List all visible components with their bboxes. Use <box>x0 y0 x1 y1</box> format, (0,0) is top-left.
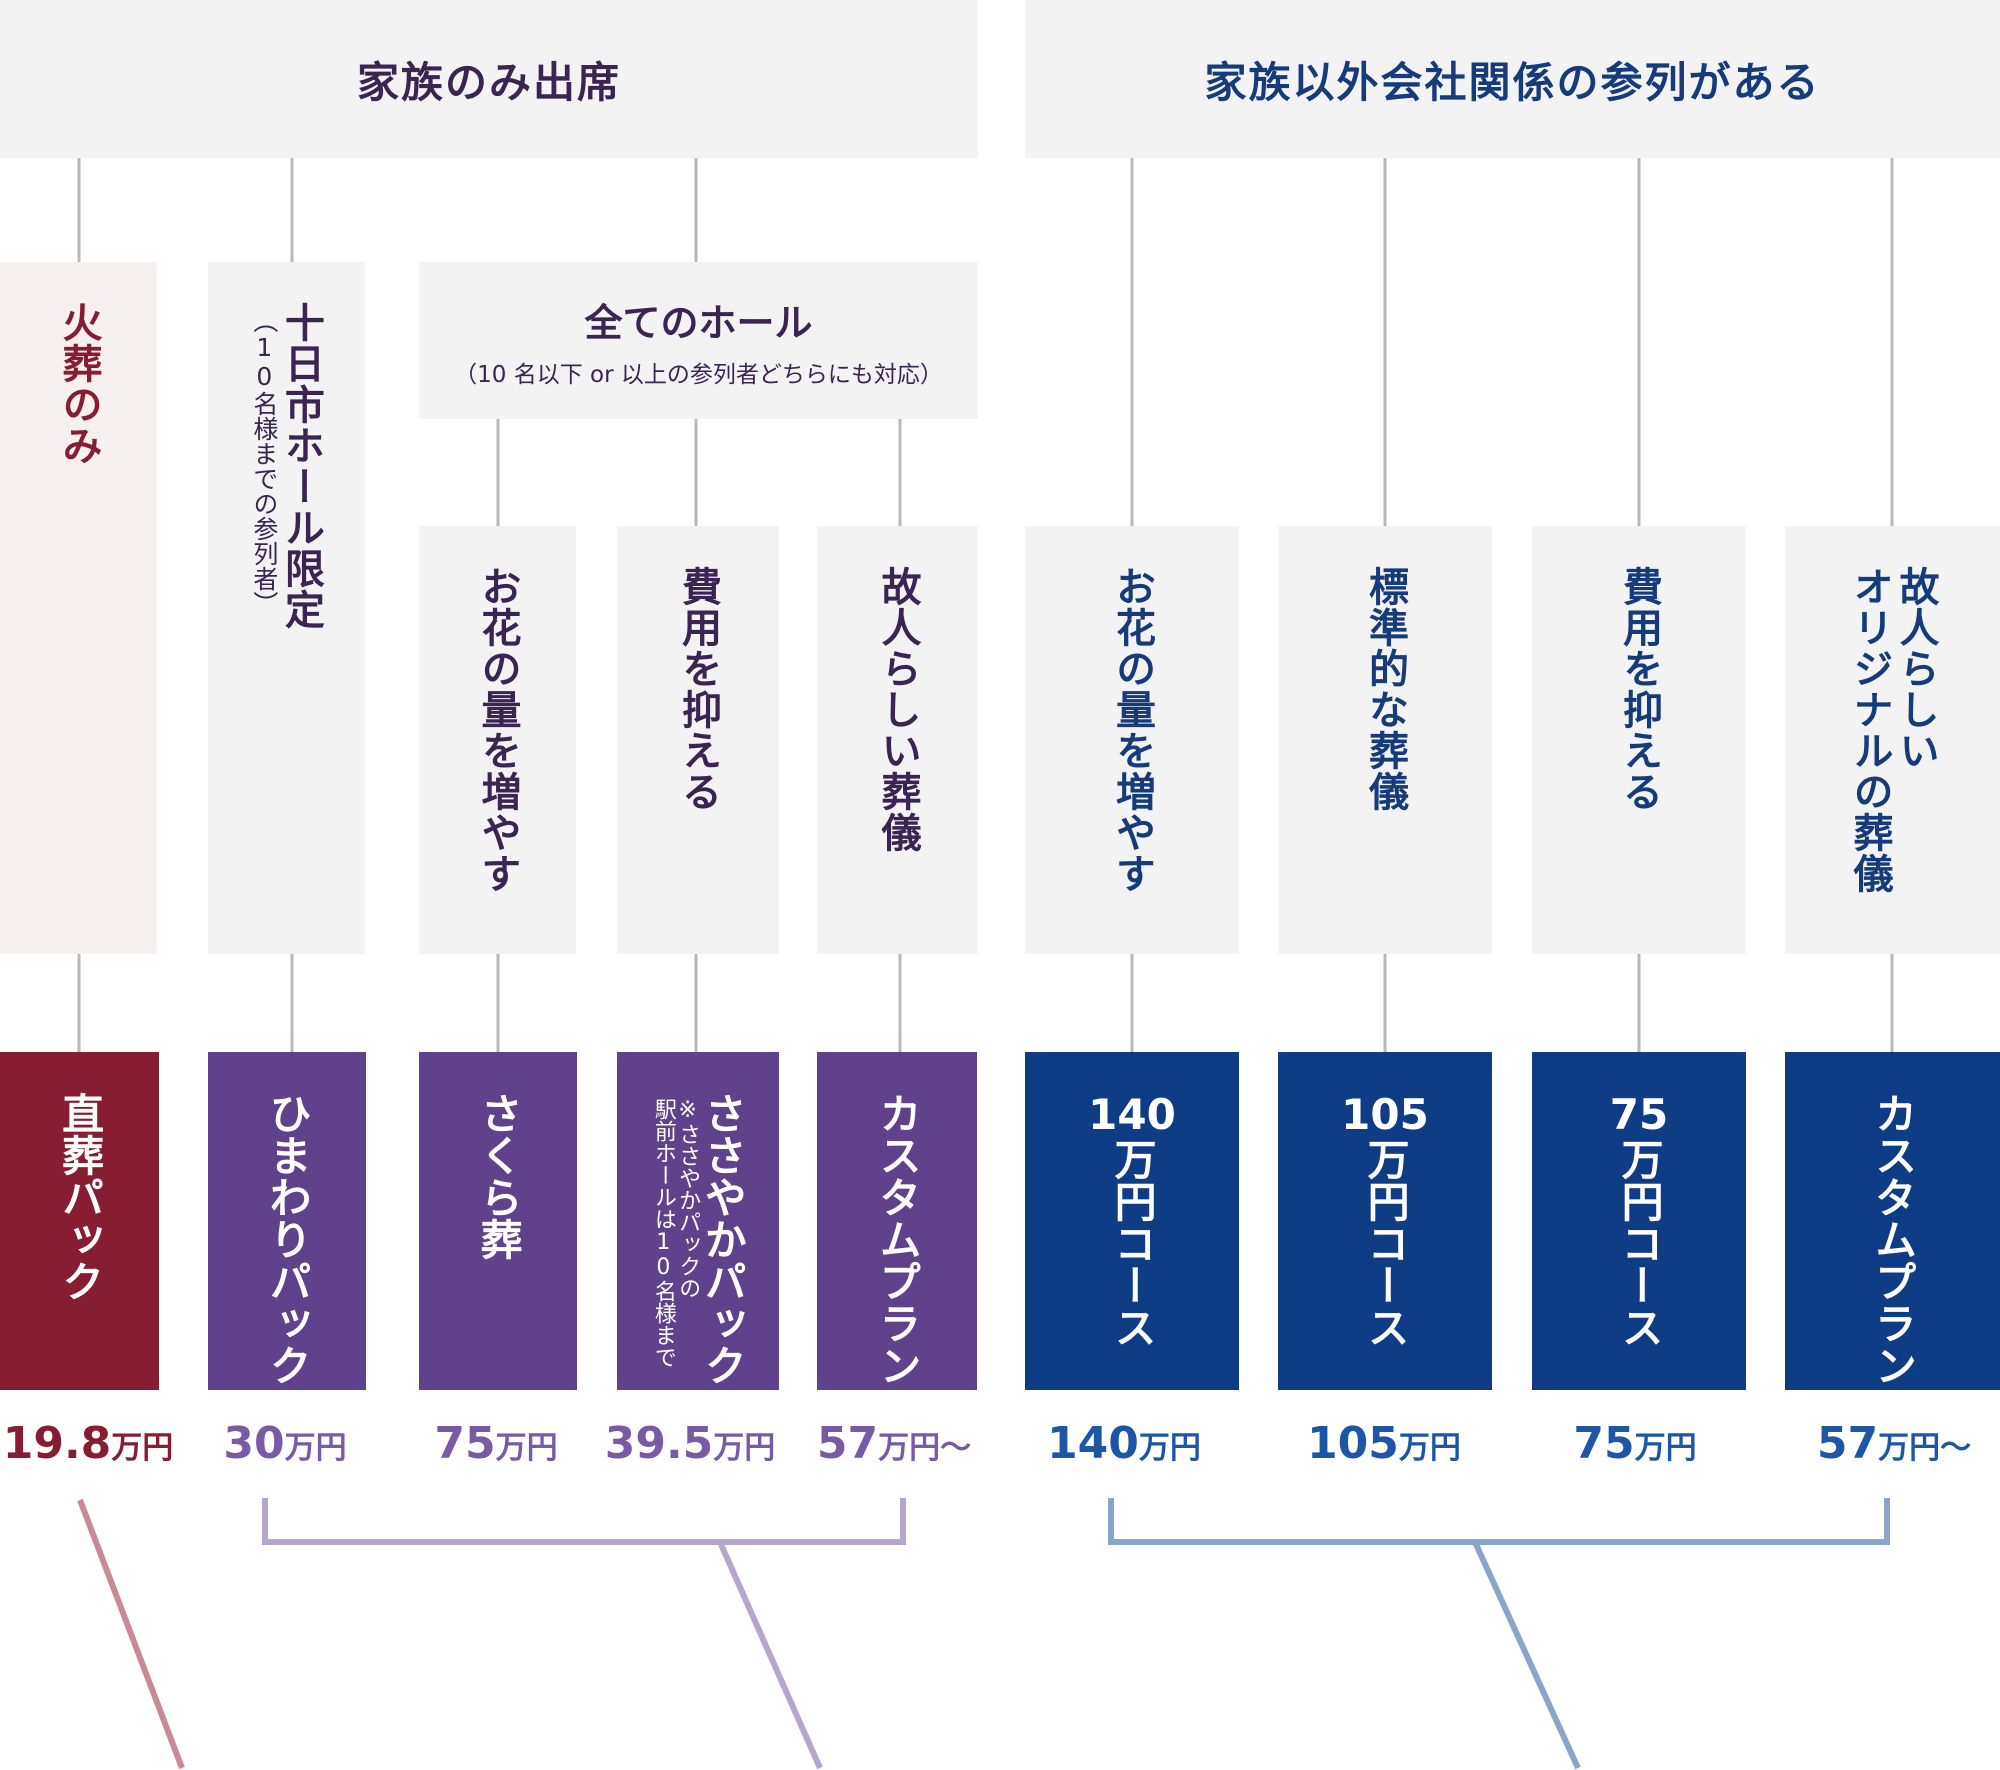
price-unit: 万円 <box>495 1430 558 1466</box>
price-140-course: 140万円 <box>1047 1418 1201 1469</box>
subgroup-all-halls: 全てのホール （10 名以下 or 以上の参列者どちらにも対応） <box>419 262 978 419</box>
price-value: 75 <box>434 1418 496 1469</box>
package-chokuso[interactable]: 直葬パック <box>0 1052 159 1390</box>
price-105-course: 105万円 <box>1307 1418 1461 1469</box>
category-company-cost: 費用を抑える <box>1532 526 1746 954</box>
package-note-line1: ※ささやかパックの <box>675 1098 701 1299</box>
subgroup-title: 全てのホール <box>584 301 813 345</box>
package-name-number: 105 <box>1341 1090 1429 1139</box>
category-company-standard: 標準的な葬儀 <box>1278 526 1492 954</box>
package-105-course[interactable]: 105 万円コース <box>1278 1052 1492 1390</box>
red-pointer-line <box>77 1498 185 1770</box>
package-name: 直葬パック <box>55 1092 105 1302</box>
price-unit: 万円〜 <box>878 1430 972 1466</box>
price-custom-family: 57万円〜 <box>817 1418 971 1469</box>
category-label-line2: オリジナルの葬儀 <box>1846 566 1893 894</box>
package-75-course[interactable]: 75 万円コース <box>1532 1052 1746 1390</box>
package-name-rest: 万円コース <box>1615 1138 1665 1349</box>
price-unit: 万円 <box>1634 1430 1697 1466</box>
category-label: 標準的な葬儀 <box>1362 566 1408 812</box>
package-name-rest: 万円コース <box>1361 1138 1411 1349</box>
subgroup-note: （10 名以下 or 以上の参列者どちらにも対応） <box>454 362 943 388</box>
category-family-flowers: お花の量を増やす <box>419 526 576 954</box>
category-company-unique: 故人らしい オリジナルの葬儀 <box>1785 526 2000 954</box>
navy-pointer-line <box>1472 1540 1581 1770</box>
price-custom-company: 57万円〜 <box>1817 1418 1971 1469</box>
package-himawari[interactable]: ひまわりパック <box>208 1052 366 1390</box>
price-sakura: 75万円 <box>434 1418 557 1469</box>
category-label: 十日市ホール限定 <box>277 302 324 630</box>
price-chokuso: 19.8万円 <box>3 1418 174 1469</box>
category-family-unique: 故人らしい葬儀 <box>817 526 978 954</box>
package-name-number: 140 <box>1088 1090 1176 1139</box>
category-label: 故人らしい葬儀 <box>874 566 921 853</box>
category-label: 費用を抑える <box>1616 566 1662 812</box>
price-unit: 万円〜 <box>1878 1430 1972 1466</box>
category-label-line1: 故人らしい <box>1892 566 1939 771</box>
package-name: カスタムプラン <box>1868 1092 1918 1386</box>
package-sakura[interactable]: さくら葬 <box>419 1052 577 1390</box>
package-custom-company[interactable]: カスタムプラン <box>1785 1052 2000 1390</box>
package-name: カスタムプラン <box>873 1092 923 1386</box>
category-label: お花の量を増やす <box>474 566 521 894</box>
price-value: 30 <box>223 1418 285 1469</box>
price-unit: 万円 <box>713 1430 776 1466</box>
package-custom-family[interactable]: カスタムプラン <box>817 1052 977 1390</box>
package-sasayaka[interactable]: ささやかパック ※ささやかパックの 駅前ホールは10名様まで <box>617 1052 779 1390</box>
group-header-family-only: 家族のみ出席 <box>0 0 978 158</box>
package-note-line2: 駅前ホールは10名様まで <box>650 1098 676 1368</box>
price-sasayaka: 39.5万円 <box>605 1418 776 1469</box>
category-family-cost: 費用を抑える <box>617 526 779 954</box>
price-unit: 万円 <box>1138 1430 1201 1466</box>
price-value: 39.5 <box>604 1418 714 1469</box>
package-name: ひまわりパック <box>263 1092 313 1386</box>
purple-bracket <box>262 1498 906 1545</box>
price-value: 75 <box>1573 1418 1635 1469</box>
price-himawari: 30万円 <box>223 1418 346 1469</box>
price-value: 57 <box>816 1418 879 1469</box>
category-tokaichi: 十日市ホール限定 （10名様までの参列者） <box>208 262 365 954</box>
group-header-with-company: 家族以外会社関係の参列がある <box>1025 0 2000 158</box>
price-unit: 万円 <box>111 1430 174 1466</box>
navy-bracket <box>1108 1498 1890 1545</box>
price-value: 57 <box>1816 1418 1879 1469</box>
purple-pointer-line <box>717 1540 823 1770</box>
price-unit: 万円 <box>284 1430 347 1466</box>
group-header-label: 家族以外会社関係の参列がある <box>1204 57 1821 107</box>
category-label: お花の量を増やす <box>1109 566 1155 894</box>
category-cremation: 火葬のみ <box>0 262 157 954</box>
package-140-course[interactable]: 140 万円コース <box>1025 1052 1239 1390</box>
group-header-label: 家族のみ出席 <box>356 57 621 107</box>
package-name-number: 75 <box>1609 1090 1669 1139</box>
category-label: 火葬のみ <box>55 302 102 466</box>
price-value: 140 <box>1047 1418 1139 1469</box>
package-name-rest: 万円コース <box>1108 1138 1158 1349</box>
category-company-flowers: お花の量を増やす <box>1025 526 1239 954</box>
package-name: ささやかパック <box>698 1092 748 1386</box>
price-value: 105 <box>1307 1418 1399 1469</box>
price-value: 19.8 <box>2 1418 112 1469</box>
price-unit: 万円 <box>1398 1430 1461 1466</box>
price-75-course: 75万円 <box>1573 1418 1696 1469</box>
category-label: 費用を抑える <box>675 566 721 812</box>
category-note: （10名様までの参列者） <box>249 308 279 616</box>
package-name: さくら葬 <box>474 1092 524 1260</box>
